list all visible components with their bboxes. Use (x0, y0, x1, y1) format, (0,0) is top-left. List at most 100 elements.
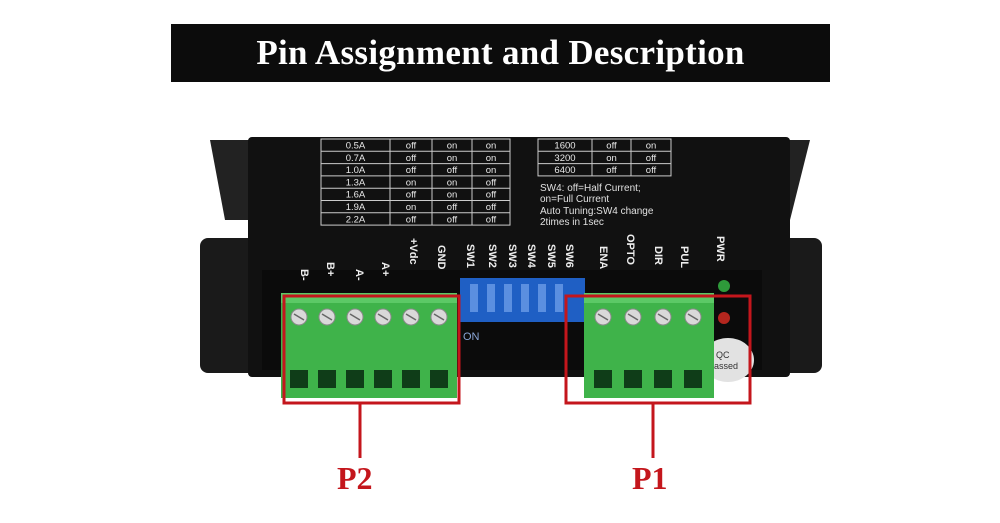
p1-terminal-screw-slot (657, 313, 669, 321)
p2-terminal-wire-opening (430, 370, 448, 388)
current-table-cell: on (406, 177, 417, 188)
current-table-cell: off (406, 153, 417, 164)
current-table-cell: 1.6A (346, 190, 366, 201)
p2-terminal-wire-opening (402, 370, 420, 388)
current-table-cell: 2.2A (346, 214, 366, 225)
p1-terminal-block (584, 293, 714, 398)
page-title: Pin Assignment and Description (171, 24, 830, 82)
switch-label-sw2: SW2 (486, 244, 498, 268)
p1-callout-label: P1 (632, 460, 668, 496)
microstep-table-cell: off (646, 153, 657, 164)
switch-label-sw4: SW4 (525, 244, 537, 269)
note-line-1: SW4: off=Half Current; (540, 183, 641, 194)
current-table-cell: 0.5A (346, 141, 366, 152)
current-table-cell: off (486, 214, 497, 225)
microstep-table-cell: off (606, 165, 617, 176)
p2-terminal-screw-slot (405, 313, 417, 321)
pin-label-ena: ENA (597, 246, 609, 269)
switch-label-sw6: SW6 (563, 244, 575, 268)
p1-terminal-screw-slot (687, 313, 699, 321)
microstep-table-cell: on (646, 141, 657, 152)
switch-label-sw1: SW1 (464, 244, 476, 268)
current-table-cell: on (486, 141, 497, 152)
pin-label-b-plus: B+ (324, 262, 336, 276)
current-table-cell: off (486, 177, 497, 188)
p2-terminal-block (281, 293, 457, 398)
p1-terminal-screw-slot (597, 313, 609, 321)
p2-terminal-screw-slot (377, 313, 389, 321)
microstep-table-cell: 1600 (554, 141, 575, 152)
p1-highlight-box (564, 294, 752, 405)
alarm-led-red (718, 312, 730, 324)
p2-terminal-screw-slot (349, 313, 361, 321)
pin-label-vdc: +Vdc (407, 238, 419, 265)
pin-labels: B- B+ A- A+ +Vdc GND SW1 SW2 SW3 SW4 SW5… (298, 234, 726, 281)
switch-label-sw3: SW3 (506, 244, 518, 268)
microstep-table-cell: on (606, 153, 617, 164)
pin-label-a-minus: A- (353, 269, 365, 281)
left-mounting-flange (200, 238, 260, 373)
current-table-cell: off (447, 214, 458, 225)
p2-terminal-wire-opening (290, 370, 308, 388)
current-table-cell: off (406, 141, 417, 152)
microstep-table-frame (537, 138, 672, 177)
switch-label-sw5: SW5 (545, 244, 557, 268)
p2-terminal-screw-slot (293, 313, 305, 321)
current-table-cell: 0.7A (346, 153, 366, 164)
microstep-table-cell: off (646, 165, 657, 176)
microstep-table-cell: 6400 (554, 165, 575, 176)
p1-terminal-wire-opening (684, 370, 702, 388)
current-table-cell: on (406, 202, 417, 213)
pin-label-a-plus: A+ (379, 262, 391, 276)
p1-terminal-wire-opening (624, 370, 642, 388)
pin-label-gnd: GND (435, 245, 447, 270)
qc-label-line1: QC (716, 350, 730, 360)
p2-highlight-box (282, 294, 461, 405)
current-table-cell: on (486, 153, 497, 164)
current-table-cell: off (447, 165, 458, 176)
pin-label-pwr: PWR (714, 236, 726, 262)
dip-on-label: ON (463, 331, 480, 343)
p2-callout-label: P2 (337, 460, 373, 496)
p1-terminal-screw-slot (627, 313, 639, 321)
current-table-frame (320, 138, 511, 226)
current-table-cell: off (406, 165, 417, 176)
qc-passed-sticker: QC Passed (702, 338, 754, 382)
qc-label-line2: Passed (708, 361, 738, 371)
current-table-cell: on (447, 153, 458, 164)
left-back-ear (210, 140, 255, 220)
power-led-green (718, 280, 730, 292)
note-line-2: on=Full Current (540, 194, 609, 205)
current-table-cell: on (486, 165, 497, 176)
current-table-cell: off (406, 214, 417, 225)
note-line-4: 2times in 1sec (540, 217, 604, 228)
p2-terminal-wire-opening (346, 370, 364, 388)
current-table-cell: off (447, 202, 458, 213)
current-table-cell: 1.0A (346, 165, 366, 176)
dip-switch-block: ON (460, 278, 585, 343)
p2-terminal-screw-slot (433, 313, 445, 321)
current-table-cell: 1.3A (346, 177, 366, 188)
p1-terminal-wire-opening (594, 370, 612, 388)
p2-terminal-wire-opening (318, 370, 336, 388)
current-table-cell: off (486, 202, 497, 213)
p2-terminal-screw-slot (321, 313, 333, 321)
current-table-cell: off (486, 190, 497, 201)
pin-label-dir: DIR (652, 246, 664, 265)
p1-terminal-wire-opening (654, 370, 672, 388)
current-notes: SW4: off=Half Current; on=Full Current A… (540, 183, 654, 228)
microstep-table-cell: 3200 (554, 153, 575, 164)
microstep-table-cell: off (606, 141, 617, 152)
current-table-cell: on (447, 190, 458, 201)
note-line-3: Auto Tuning:SW4 change (540, 206, 654, 217)
pin-label-pul: PUL (678, 246, 690, 268)
pin-label-b-minus: B- (298, 269, 310, 281)
p2-terminal-wire-opening (374, 370, 392, 388)
current-table-cell: off (406, 190, 417, 201)
current-table-cell: on (447, 141, 458, 152)
pin-label-opto: OPTO (624, 234, 636, 265)
current-table-cell: on (447, 177, 458, 188)
